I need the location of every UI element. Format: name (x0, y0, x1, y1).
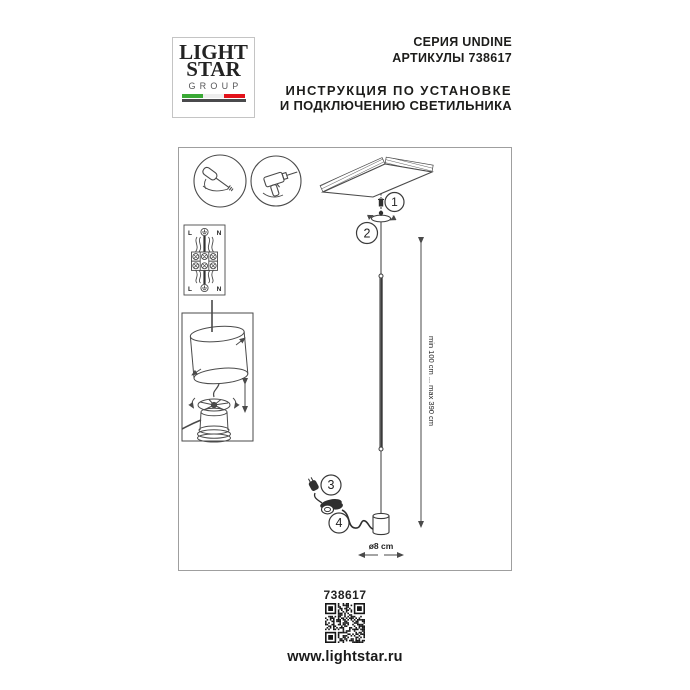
callout-4-number: 4 (336, 516, 343, 530)
callout-2-number: 2 (364, 226, 371, 240)
callout-1-number: 1 (391, 195, 398, 209)
detail-power-cord (181, 419, 202, 430)
shade-assembly-diagram (181, 300, 254, 443)
base-cylinder (372, 512, 390, 536)
drill-icon (250, 155, 302, 207)
mounting-screw (378, 193, 384, 216)
website-url: www.lightstar.ru (287, 649, 403, 665)
instruction-line-1: ИНСТРУКЦИЯ ПО УСТАНОВКЕ (285, 83, 512, 98)
logo-word-light: LIGHT (179, 40, 248, 64)
lightstar-logo: LIGHT STAR GROUP (172, 37, 255, 118)
wire-label-n-top: N (217, 230, 222, 237)
power-plug-icon (308, 477, 323, 504)
instruction-title-block: ИНСТРУКЦИЯ ПО УСТАНОВКЕ И ПОДКЛЮЧЕНИЮ СВ… (280, 83, 512, 113)
terminal-block (191, 251, 218, 271)
foot-switch (320, 499, 343, 515)
earth-symbol-top (200, 227, 209, 237)
wire-label-n-bottom: N (217, 286, 222, 293)
diameter-dimension-label: ø8 cm (369, 541, 394, 551)
callout-1: 1 (384, 191, 405, 213)
wiring-diagram: L N L N (183, 224, 226, 296)
wire-label-l-bottom: L (188, 286, 192, 293)
callout-2: 2 (355, 221, 379, 245)
logo-word-group: GROUP (188, 81, 243, 91)
callout-3-number: 3 (328, 478, 335, 492)
callout-3: 3 (320, 474, 342, 496)
screw-arrow-bottom (191, 368, 202, 376)
callout-4: 4 (328, 512, 350, 534)
articles-label: АРТИКУЛЫ 738617 (392, 51, 512, 65)
logo-word-star: STAR (186, 57, 241, 81)
instruction-line-2: И ПОДКЛЮЧЕНИЮ СВЕТИЛЬНИКА (279, 98, 512, 113)
instruction-diagram-panel: L N L N (178, 147, 512, 571)
diameter-dimension: ø8 cm (358, 541, 404, 558)
switch-to-base-cable (341, 509, 374, 530)
screwdriver-icon (193, 154, 247, 208)
height-dimension: min 100 cm ... max 390 cm (418, 237, 436, 528)
canopy (366, 213, 397, 223)
rod-connector-bottom (378, 446, 384, 452)
detail-base (197, 407, 231, 443)
lamp-holder-petals (188, 397, 240, 412)
footer-article-number: 738617 (323, 588, 367, 602)
ceiling-panel (319, 156, 434, 198)
series-label: СЕРИЯ UNDINE (413, 35, 512, 49)
screw-arrow-top (235, 337, 246, 346)
wire-label-l-top: L (188, 230, 192, 237)
diagram-svg: L N L N (181, 154, 436, 558)
series-title-block: СЕРИЯ UNDINE АРТИКУЛЫ 738617 (392, 34, 512, 66)
rod-connector-top (378, 273, 384, 279)
earth-symbol-bottom (200, 283, 209, 293)
height-dimension-label: min 100 cm ... max 390 cm (427, 336, 436, 426)
logo-underline (181, 99, 246, 102)
italian-flag-stripe (181, 94, 246, 98)
qr-code (325, 603, 365, 643)
